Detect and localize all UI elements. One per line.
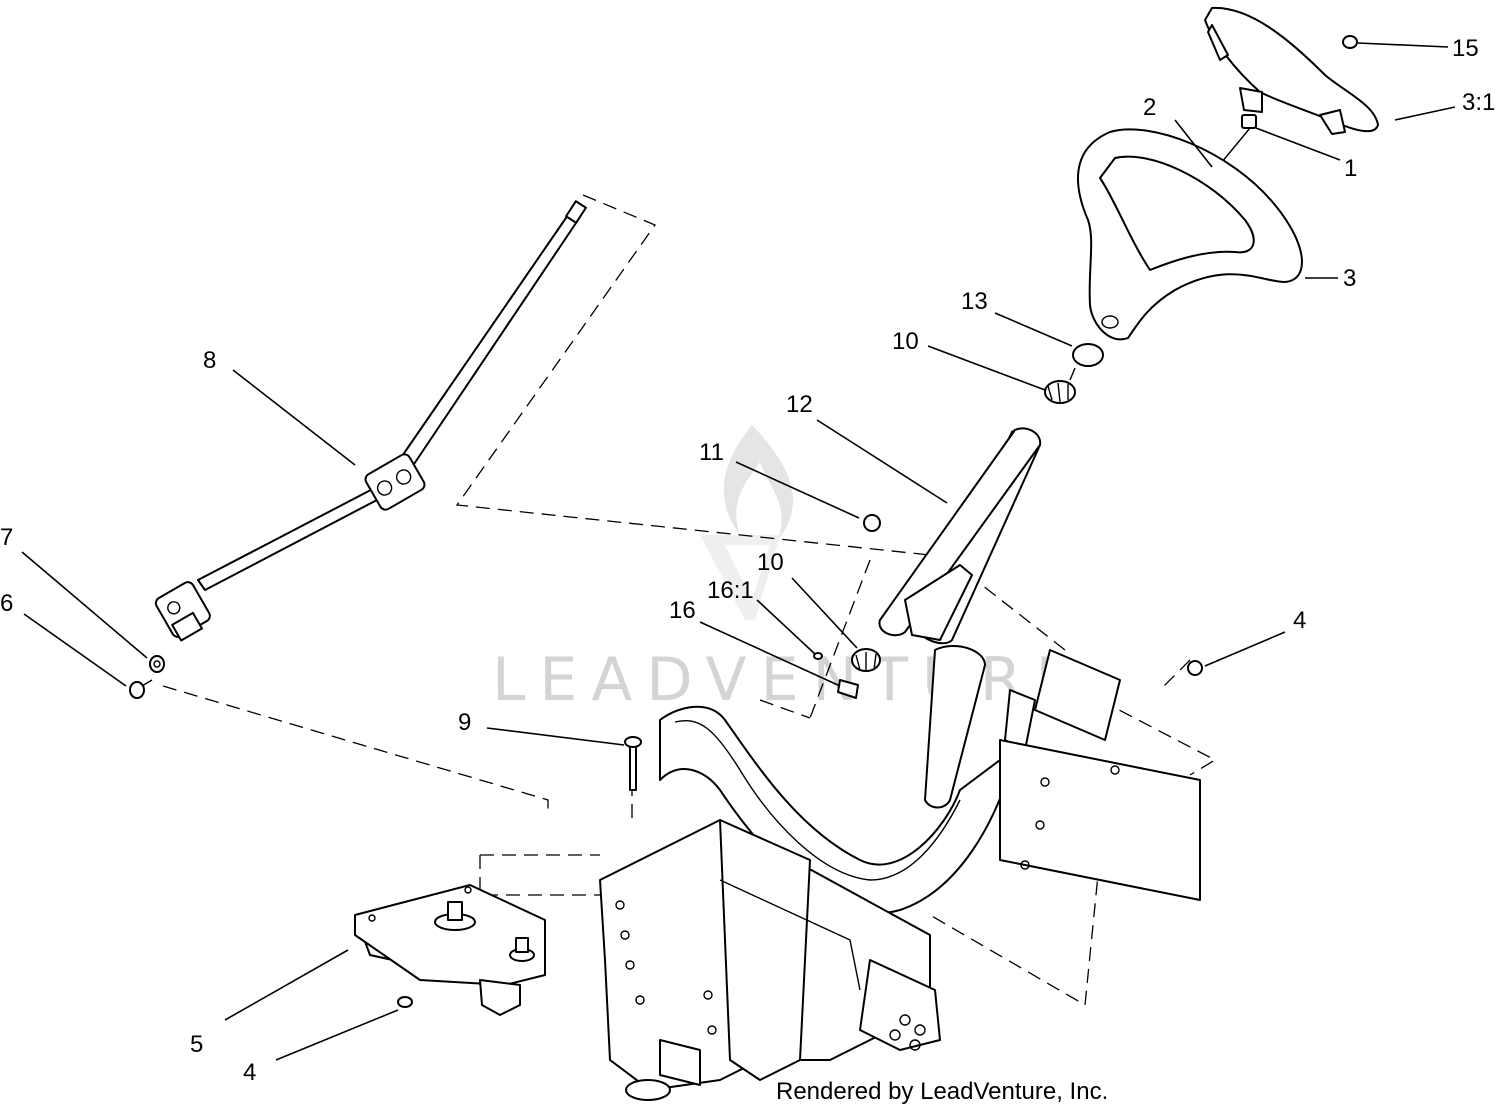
bearing-part-10-upper <box>1044 380 1076 404</box>
callout-4-lower: 4 <box>243 1059 256 1086</box>
washer-part-7 <box>149 655 165 673</box>
steering-shaft-part-8 <box>154 200 587 642</box>
callout-7: 7 <box>0 524 13 551</box>
bolt-part-16 <box>837 679 859 699</box>
nut-part-15 <box>1342 35 1358 49</box>
callout-12: 12 <box>786 391 813 418</box>
callout-13: 13 <box>961 288 988 315</box>
callout-16: 16 <box>669 597 696 624</box>
callout-15: 15 <box>1452 35 1479 62</box>
callout-labels: 15 3:1 2 1 3 13 10 12 11 10 16:1 16 8 7 … <box>0 35 1495 1086</box>
callout-2: 2 <box>1143 94 1156 121</box>
assembly-dashed-lines <box>162 194 1217 1007</box>
bushing-part-13 <box>1072 343 1104 367</box>
callout-leader-lines <box>21 42 1456 1061</box>
leadventure-flame-logo-icon <box>700 425 793 620</box>
nut-part-4-lower <box>397 996 413 1008</box>
tractor-frame <box>599 645 1201 1101</box>
steering-wheel-cover-part-3-1 <box>1204 6 1379 135</box>
rendered-by-footer: Rendered by LeadVenture, Inc. <box>776 1078 1109 1105</box>
nut-part-4-right <box>1187 660 1203 676</box>
callout-10-upper: 10 <box>892 328 919 355</box>
grease-fitting-part-11 <box>863 514 881 532</box>
bearing-part-10-lower <box>851 648 881 672</box>
callout-4-right: 4 <box>1293 607 1306 634</box>
callout-9: 9 <box>458 709 471 736</box>
callout-3: 3 <box>1343 265 1356 292</box>
callout-16-1: 16:1 <box>707 577 754 604</box>
steering-column-tube-part-12 <box>878 427 1042 645</box>
callout-6: 6 <box>0 590 13 617</box>
callout-8: 8 <box>203 347 216 374</box>
pin-part-16-1 <box>813 652 823 660</box>
callout-11: 11 <box>699 439 724 466</box>
callout-3-1: 3:1 <box>1462 89 1495 116</box>
callout-5: 5 <box>190 1031 203 1058</box>
bolt-part-6 <box>129 679 153 699</box>
callout-10-lower: 10 <box>757 549 784 576</box>
watermark-brand-text: LEADVENTURE <box>492 645 1088 715</box>
nut-part-1 <box>1241 114 1257 129</box>
bolt-part-9 <box>624 736 642 791</box>
steering-gearbox-part-5 <box>354 884 546 1016</box>
steering-wheel-part-3 <box>1077 128 1303 341</box>
callout-1: 1 <box>1344 155 1357 182</box>
